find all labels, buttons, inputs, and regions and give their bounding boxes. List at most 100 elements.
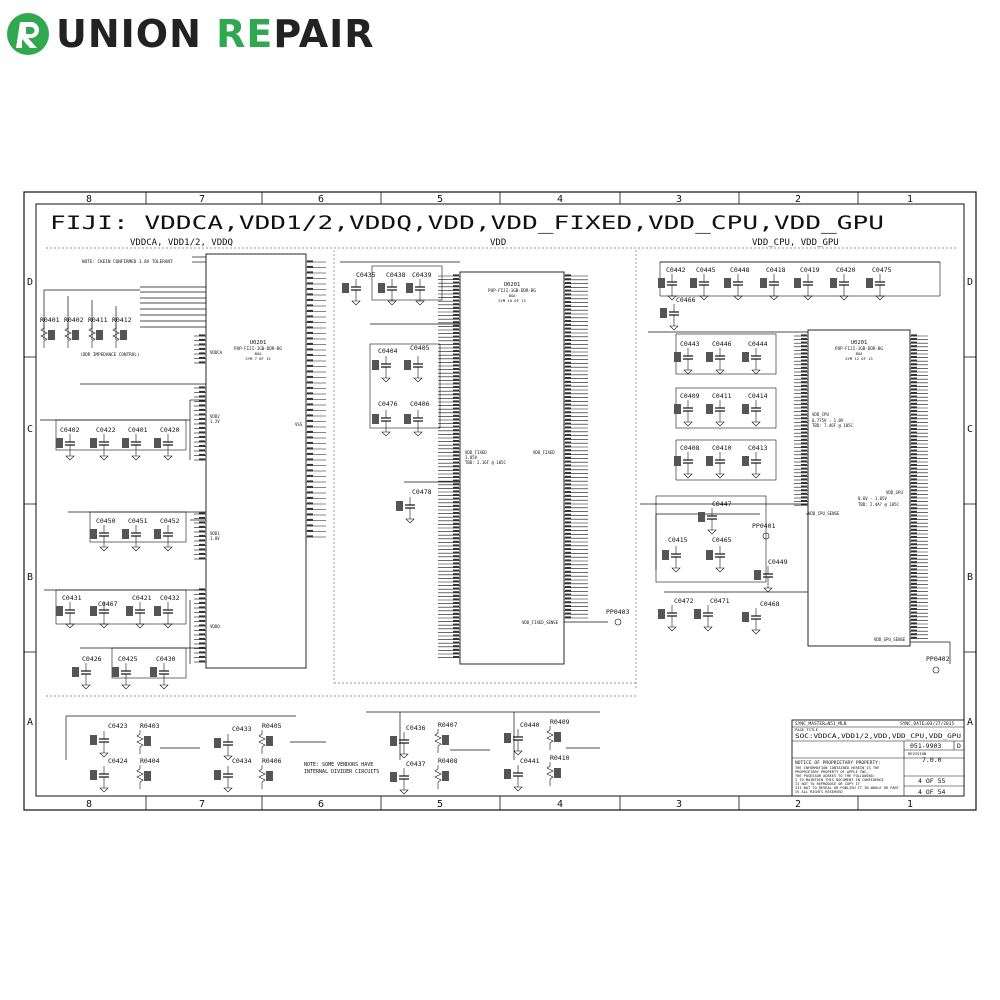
divider-note-line1: NOTE: SOME VENDORS HAVE <box>304 762 373 768</box>
zq-note: (DDR IMPEDANCE CONTROL) <box>80 352 140 358</box>
resistor-value-text <box>144 736 151 746</box>
pin-label-text <box>199 530 205 533</box>
capacitor <box>404 356 423 383</box>
ground-icon <box>65 623 75 629</box>
c0451-label: C0451 <box>128 517 148 525</box>
pin-label-text <box>911 586 917 589</box>
pin-label-text <box>565 551 571 554</box>
pin-label-text <box>801 489 807 492</box>
vddq2-cap-bank <box>111 647 187 679</box>
r0407-label: R0407 <box>438 721 458 729</box>
pin-label-text <box>453 648 459 651</box>
capacitor-value-text <box>390 772 397 782</box>
pin-label-text <box>453 368 459 370</box>
vdd1-cap-bank <box>89 511 187 543</box>
pin-label-text <box>453 620 459 622</box>
pin-label-text <box>801 366 807 369</box>
col-label-7: 7 <box>199 194 205 205</box>
capacitor-value-text <box>724 278 731 288</box>
pin-label-text <box>199 426 205 429</box>
c0450-label: C0450 <box>96 517 116 525</box>
pin-label-text <box>801 474 807 477</box>
col-label-6: 6 <box>318 194 324 205</box>
capacitor-value-text <box>154 529 161 539</box>
pin-label-text <box>453 598 459 601</box>
pin-label-text <box>453 533 459 536</box>
vdd-gpu-sense-label: VDD_GPU_SENSE <box>874 637 906 642</box>
pin-label-text <box>911 352 917 355</box>
c0415-label: C0415 <box>668 536 688 544</box>
capacitor <box>742 608 761 635</box>
ground-icon <box>671 567 681 573</box>
pin-label-text <box>199 453 205 456</box>
c0452-label: C0452 <box>160 517 180 525</box>
c0441-label: C0441 <box>520 757 540 765</box>
pin-label-text <box>565 479 571 482</box>
pin-label-text <box>199 592 205 595</box>
pin-label-text <box>801 449 807 452</box>
pin-label-text <box>911 446 917 448</box>
capacitor <box>504 765 523 792</box>
u0201-left-ref: U0201 <box>250 340 267 346</box>
capacitor-value-text <box>214 770 221 780</box>
divider-note-line2: INTERNAL DIVIDER CIRCUITS <box>304 769 379 775</box>
pin-label-text <box>565 555 571 558</box>
capacitor <box>674 400 693 427</box>
pin-label-text <box>565 407 571 410</box>
pin-label-text <box>565 498 571 501</box>
pin-label-text <box>565 384 571 387</box>
pin-label-text <box>453 342 459 345</box>
resistor <box>258 730 273 754</box>
c0444-label: C0444 <box>748 340 768 348</box>
pin-label-text <box>911 482 917 484</box>
c0405-label: C0405 <box>410 344 430 352</box>
pin-label-text <box>911 431 917 434</box>
capacitor <box>406 279 425 306</box>
pin-label-text <box>911 478 917 481</box>
pin-label-text <box>453 429 459 432</box>
ground-icon <box>751 473 761 479</box>
pin-label-text <box>453 375 459 378</box>
pin-label-text <box>307 419 313 422</box>
ground-icon <box>405 518 415 524</box>
pin-label-text <box>911 456 917 459</box>
pin-label-text <box>453 378 459 381</box>
pin-label-text <box>911 593 917 596</box>
pin-label-text <box>801 420 807 423</box>
pin-label-text <box>453 357 459 360</box>
vdd-fixed-voltage: 1.05V <box>465 455 478 460</box>
pin-label-text <box>565 396 571 398</box>
pin-label-text <box>801 482 807 484</box>
ground-icon <box>699 295 709 301</box>
pin-label-text <box>801 374 807 376</box>
vddq-pin-label: VDDQ <box>210 624 220 629</box>
pin-label-text <box>199 512 205 515</box>
pin-label-text <box>453 512 459 514</box>
pin-label-text <box>307 513 313 516</box>
pin-label-text <box>565 430 571 433</box>
pin-label-text <box>911 377 917 380</box>
pin-label-text <box>911 611 917 614</box>
pin-label-text <box>199 390 205 393</box>
pin-label-text <box>199 413 205 416</box>
pin-label-text <box>911 500 917 502</box>
pin-label-text <box>453 544 459 547</box>
capacitor-value-text <box>154 606 161 616</box>
pin-label-text <box>801 352 807 355</box>
capacitor <box>154 434 173 461</box>
capacitor-value-text <box>214 738 221 748</box>
pin-label-text <box>307 425 313 428</box>
pin-label-text <box>565 616 571 619</box>
col-label-3-bottom: 3 <box>676 799 682 810</box>
pin-label-text <box>199 422 205 425</box>
ground-icon <box>99 455 109 461</box>
pin-label-text <box>453 292 459 295</box>
pin-label-text <box>911 626 917 628</box>
pin-label-text <box>911 489 917 492</box>
capacitor <box>662 546 681 573</box>
resistor-zigzag <box>112 327 120 342</box>
pin-label-text <box>453 540 459 543</box>
r0411-label: R0411 <box>88 316 108 324</box>
pin-label-text <box>911 384 917 387</box>
capacitor <box>90 766 109 793</box>
